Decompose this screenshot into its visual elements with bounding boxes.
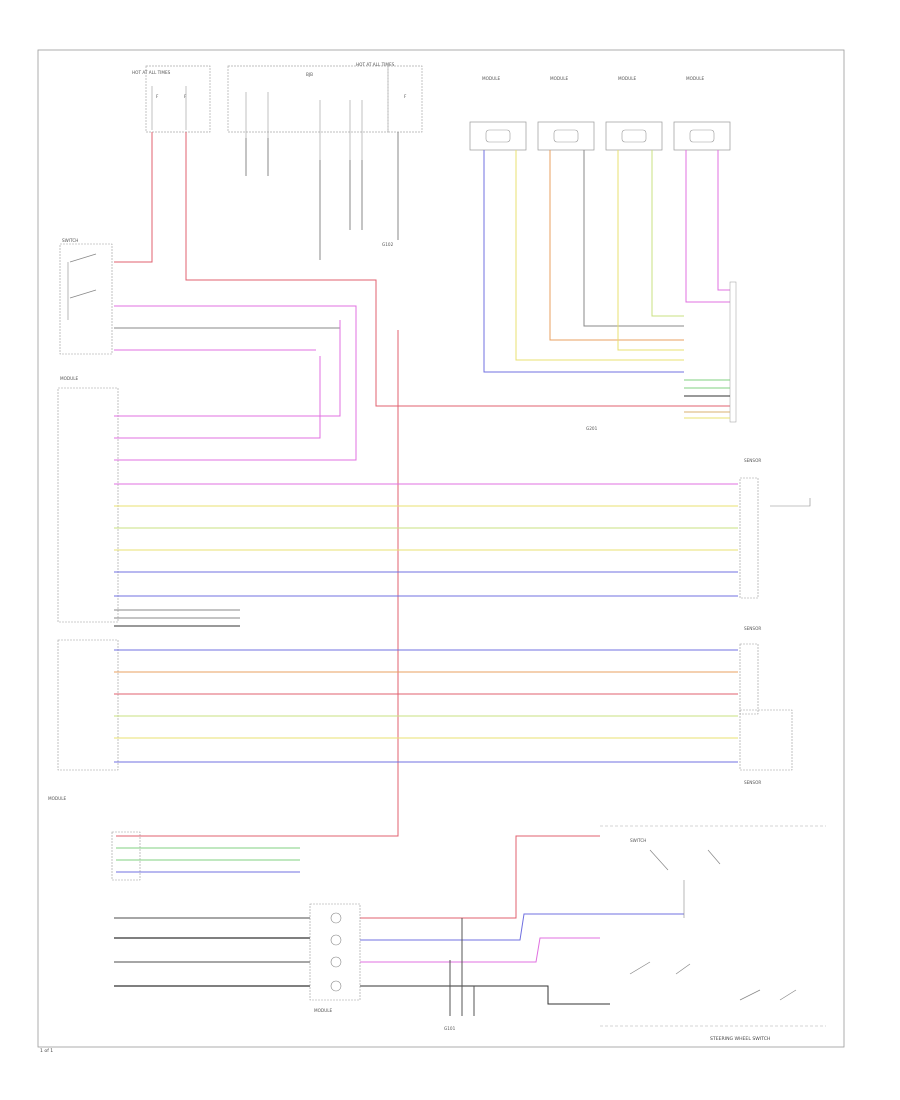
top-module-2-label: MODULE bbox=[550, 76, 569, 81]
ground-label-2: G102 bbox=[382, 242, 394, 247]
left-fuse-box-title: HOT AT ALL TIMES bbox=[132, 70, 171, 75]
right-sensor-lower-label: SENSOR bbox=[744, 780, 761, 785]
footer-right-label: STEERING WHEEL SWITCH bbox=[710, 1036, 770, 1042]
wires-bottom bbox=[114, 835, 684, 1016]
top-module-1: MODULE bbox=[469, 76, 527, 151]
left-module-upper: MODULE bbox=[57, 376, 119, 623]
top-module-2: MODULE bbox=[537, 76, 595, 151]
right-connector-stack bbox=[684, 281, 737, 423]
wires-top-modules bbox=[483, 150, 730, 373]
bottom-right-switch-group: SWITCH bbox=[600, 825, 826, 1027]
bottom-module: MODULE bbox=[309, 903, 361, 1013]
left-module-lower bbox=[57, 639, 119, 771]
right-fuse: F bbox=[387, 65, 423, 133]
right-sensor-middle: SENSOR bbox=[739, 626, 761, 715]
wires-top-vertical bbox=[114, 132, 730, 837]
right-sensor-middle-label: SENSOR bbox=[744, 626, 761, 631]
junction-box-label: BJB bbox=[306, 72, 313, 77]
page-mark: 1 of 1 bbox=[40, 1048, 53, 1054]
ground-label-1: G101 bbox=[444, 1026, 456, 1031]
right-fuse-label: F bbox=[404, 94, 407, 99]
bottom-module-label: MODULE bbox=[314, 1008, 333, 1013]
bottom-right-switch-label: SWITCH bbox=[630, 838, 646, 843]
right-sensor-upper: SENSOR bbox=[739, 458, 811, 599]
wires-left-switch bbox=[114, 305, 357, 461]
wires-main-lower bbox=[114, 649, 738, 763]
top-module-1-label: MODULE bbox=[482, 76, 501, 81]
right-sensor-lower: SENSOR bbox=[739, 709, 793, 785]
junction-box: BJB HOT AT ALL TIMES bbox=[227, 62, 395, 160]
top-module-4-label: MODULE bbox=[686, 76, 705, 81]
right-sensor-upper-label: SENSOR bbox=[744, 458, 761, 463]
left-fuse-box: HOT AT ALL TIMES F F bbox=[132, 65, 211, 133]
left-module-upper-label: MODULE bbox=[60, 376, 79, 381]
fuse-label-a: F bbox=[156, 94, 159, 99]
left-switch-label: SWITCH bbox=[62, 238, 78, 243]
top-module-4: MODULE bbox=[673, 76, 731, 151]
ground-label-3: G201 bbox=[586, 426, 598, 431]
diagram-border bbox=[37, 49, 845, 1048]
left-switch-block: SWITCH bbox=[59, 238, 113, 355]
top-module-3: MODULE bbox=[605, 76, 663, 151]
right-fuse-box-title: HOT AT ALL TIMES bbox=[356, 62, 395, 67]
left-module-bottom-label: MODULE bbox=[48, 796, 67, 801]
top-module-3-label: MODULE bbox=[618, 76, 637, 81]
wires-main-upper bbox=[114, 320, 738, 627]
left-module-bottom: MODULE bbox=[48, 796, 141, 881]
fuse-label-b: F bbox=[184, 94, 187, 99]
